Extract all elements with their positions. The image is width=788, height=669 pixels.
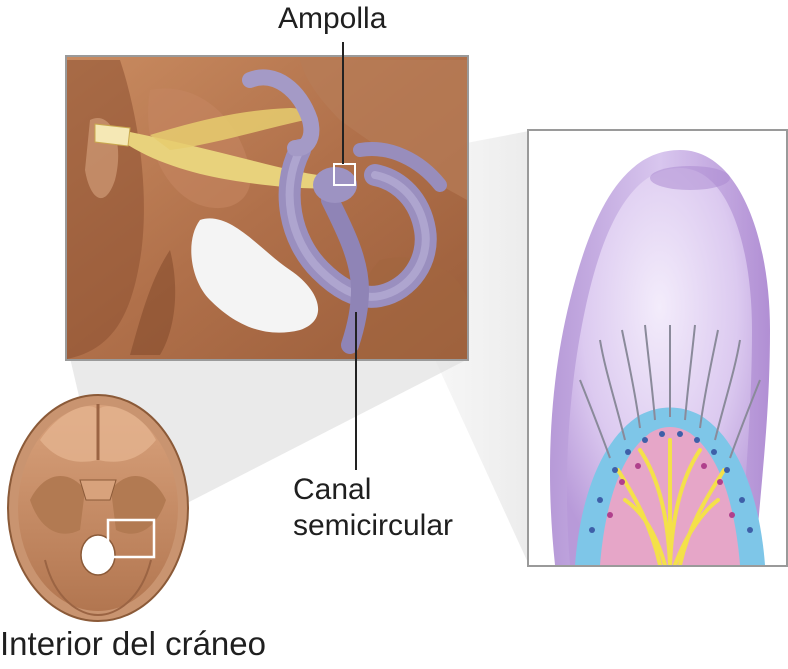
interior-label: Interior del cráneo (0, 625, 266, 663)
ampulla-cross-section (528, 130, 787, 566)
skull-interior (8, 395, 188, 621)
canal-label-line2: semicircular (293, 509, 453, 543)
inner-ear-panel (66, 56, 468, 360)
ampolla-label: Ampolla (278, 2, 386, 36)
canal-label-line1: Canal (293, 473, 371, 507)
